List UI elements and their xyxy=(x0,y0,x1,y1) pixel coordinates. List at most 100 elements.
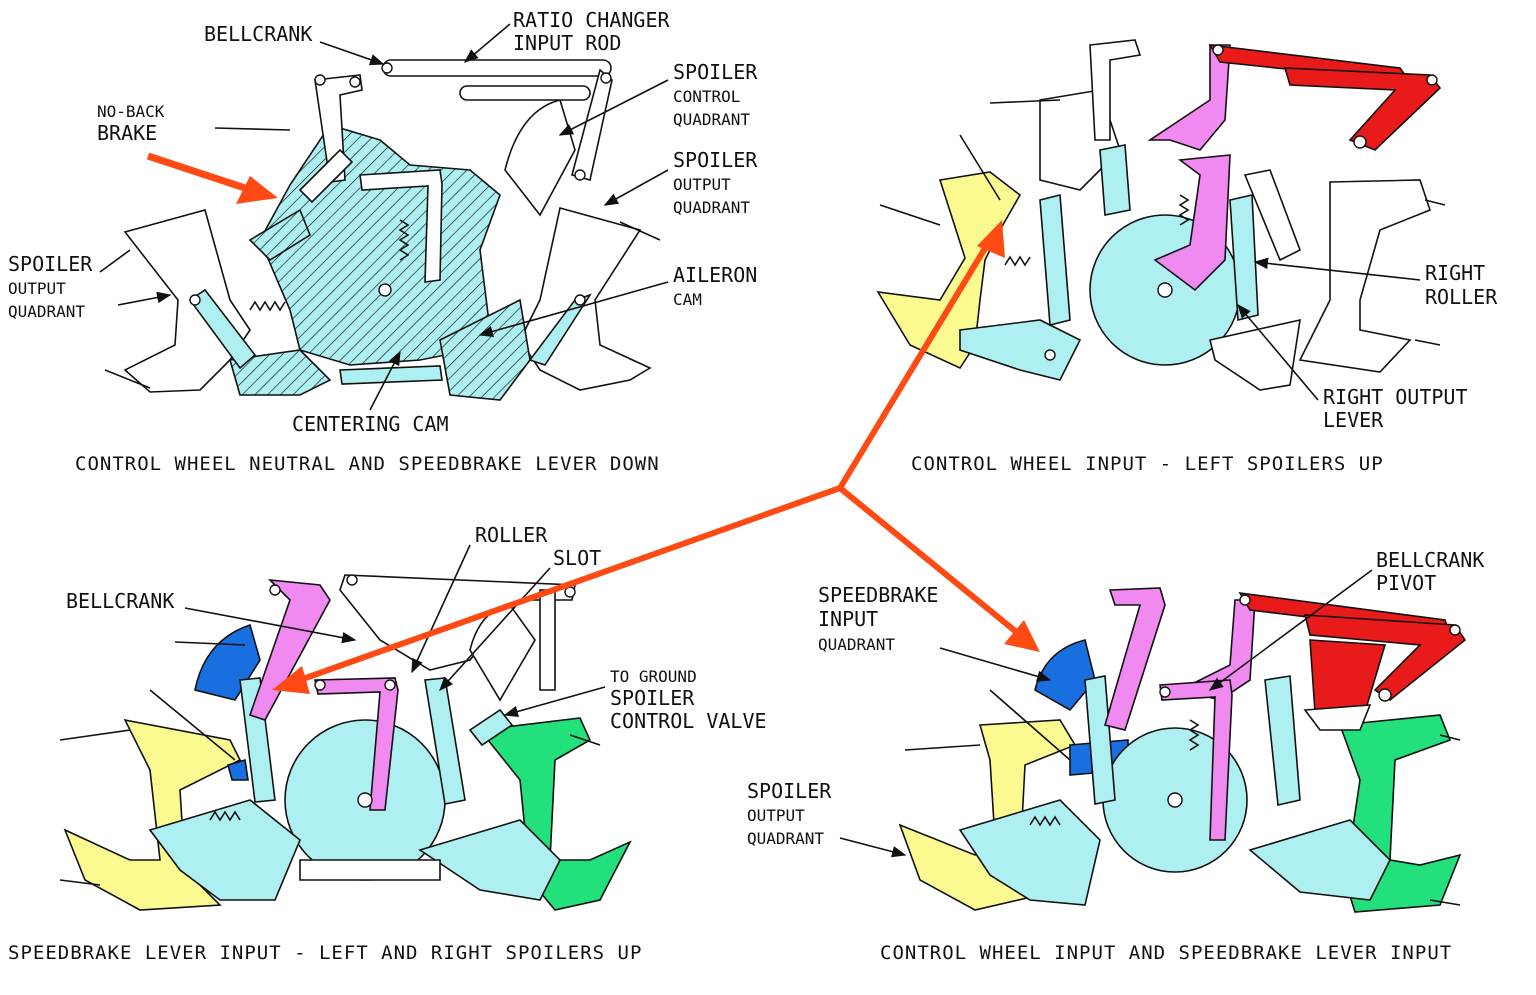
right-hatched-lever xyxy=(439,298,531,401)
no-back-brake-arrowhead xyxy=(236,176,278,204)
caption-top-right: CONTROL WHEEL INPUT - LEFT SPOILERS UP xyxy=(911,453,1384,475)
panel-bottom-right: SPEEDBRAKE INPUT QUADRANT BELLCRANK PIVO… xyxy=(747,548,1484,964)
panel-top-right: RIGHT ROLLER RIGHT OUTPUT LEVER CONTROL … xyxy=(876,39,1498,475)
pink-roller-arm xyxy=(1159,679,1233,841)
pin xyxy=(1157,282,1173,298)
cyan-arm-2 xyxy=(1264,675,1301,806)
ground-lines xyxy=(879,99,1446,346)
cyan-left-lever xyxy=(959,319,1082,381)
pin xyxy=(1044,349,1056,361)
cyan-arm-3 xyxy=(1099,144,1131,216)
white-control-lever xyxy=(539,589,556,691)
leader-right-roller xyxy=(1253,257,1421,281)
pin xyxy=(349,76,361,88)
arrowhead-bottom-right xyxy=(1004,620,1040,652)
ground-lines xyxy=(59,641,601,886)
leader-ratio-changer xyxy=(463,23,511,63)
spring xyxy=(1188,719,1200,751)
white-tab xyxy=(1303,704,1372,731)
rod-lower xyxy=(459,85,591,101)
right-output-arm xyxy=(528,293,592,366)
caption-bottom-right: CONTROL WHEEL INPUT AND SPEEDBRAKE LEVER… xyxy=(880,942,1452,964)
pin xyxy=(378,283,392,297)
pin xyxy=(357,792,373,808)
pin xyxy=(1449,624,1461,636)
caption-top-left: CONTROL WHEEL NEUTRAL AND SPEEDBRAKE LEV… xyxy=(75,453,660,475)
label-centering-cam: CENTERING CAM xyxy=(292,412,449,436)
pin xyxy=(384,679,396,691)
leader-bellcrank-pivot xyxy=(1208,569,1373,691)
spring xyxy=(209,810,241,822)
pin xyxy=(574,169,586,181)
pink-bellcrank-top xyxy=(1147,44,1231,151)
cyan-arm-2 xyxy=(424,677,466,805)
label-spoiler-control-3: QUADRANT xyxy=(673,110,750,129)
blue-tab xyxy=(227,758,249,781)
pin xyxy=(1239,594,1251,606)
red-quadrant-body xyxy=(1309,639,1387,713)
arrowhead-bottom-left xyxy=(272,666,310,694)
leader-roller xyxy=(411,544,471,674)
label-right-roller-1: RIGHT xyxy=(1425,261,1485,285)
spring xyxy=(1004,255,1031,267)
label-bellcrank: BELLCRANK xyxy=(66,589,174,613)
label-to-ground: TO GROUND xyxy=(610,667,697,686)
arrow-to-bottom-right xyxy=(838,485,1022,638)
arrow-to-bottom-left xyxy=(298,485,842,683)
pin xyxy=(1167,792,1183,808)
arrow-to-top-right xyxy=(837,238,993,490)
label-spoiler-valve-1: SPOILER xyxy=(610,686,695,710)
pin xyxy=(1212,44,1224,56)
label-aileron-2: CAM xyxy=(673,290,702,309)
cyan-arm-1 xyxy=(239,677,276,803)
orange-arrows xyxy=(272,220,1040,694)
pin xyxy=(269,584,281,596)
label-slot: SLOT xyxy=(553,546,601,570)
label-spoiler-output-r-3: QUADRANT xyxy=(673,198,750,217)
label-spoiler-output-r-2: OUTPUT xyxy=(673,175,731,194)
spring-2 xyxy=(1178,194,1190,226)
label-spoiler-output-l-2: OUTPUT xyxy=(8,279,66,298)
label-right-output-2: LEVER xyxy=(1323,408,1384,432)
leader-speedbrake-quadrant xyxy=(939,647,1052,682)
leader-bellcrank xyxy=(319,41,385,66)
centering-link xyxy=(339,365,443,385)
label-aileron-1: AILERON xyxy=(673,263,757,287)
cyan-arm-1 xyxy=(1084,675,1116,805)
pin xyxy=(189,294,201,306)
right-output-lever xyxy=(1209,318,1301,391)
spring-2 xyxy=(1029,815,1061,827)
spring-1 xyxy=(398,219,410,261)
pin xyxy=(314,679,326,691)
leader-spoiler-output-right xyxy=(603,169,669,206)
leader-to-ground xyxy=(503,686,606,718)
label-spoiler-output-l-3: QUADRANT xyxy=(8,302,85,321)
leader-aileron-cam xyxy=(478,281,669,338)
cyan-left-lever xyxy=(958,799,1101,906)
white-bellcrank xyxy=(1089,39,1142,141)
left-output-arm xyxy=(188,288,257,370)
label-spoiler-output-1: SPOILER xyxy=(747,779,832,803)
pin xyxy=(600,72,612,84)
leader-right-output-lever xyxy=(1237,303,1319,401)
label-spoiler-output-l-1: SPOILER xyxy=(8,252,93,276)
cyan-arm-1 xyxy=(1039,193,1071,327)
label-spoiler-control-1: SPOILER xyxy=(673,60,758,84)
panel-top-left: BELLCRANK RATIO CHANGER INPUT ROD NO-BAC… xyxy=(8,8,758,475)
label-bellcrank-pivot-1: BELLCRANK xyxy=(1376,548,1484,572)
leader-spoiler-output-left xyxy=(117,291,172,306)
label-roller: ROLLER xyxy=(475,523,548,547)
cyan-left-lever xyxy=(148,799,301,901)
panel-bottom-left: ROLLER SLOT BELLCRANK TO GROUND SPOILER … xyxy=(8,523,767,964)
label-right-output-1: RIGHT OUTPUT xyxy=(1323,385,1468,409)
label-no-back-2: BRAKE xyxy=(97,121,157,145)
leader-spoiler-control xyxy=(558,79,669,136)
left-spoiler-output-quadrant xyxy=(123,209,251,393)
label-ratio-changer-1: RATIO CHANGER xyxy=(513,8,670,32)
ground-lines xyxy=(99,127,661,389)
pin xyxy=(1159,686,1171,698)
cyan-right-lever xyxy=(1248,819,1391,901)
label-spoiler-output-3: QUADRANT xyxy=(747,829,824,848)
label-bellcrank: BELLCRANK xyxy=(204,22,312,46)
